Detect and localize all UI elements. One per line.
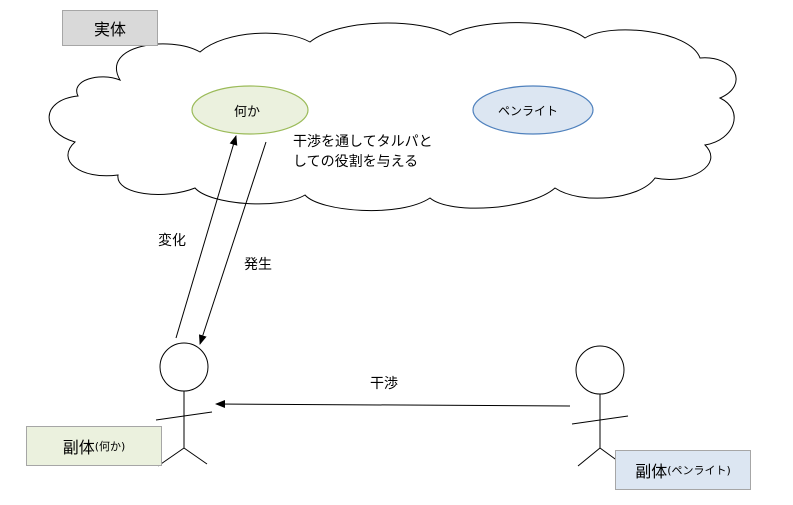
left-stick-figure [155,342,213,467]
interfere-label: 干渉 [370,376,398,392]
sub-box-something: 副体(何か) [26,426,162,466]
penlight-node-label: ペンライト [498,104,559,118]
interfere-arrow [215,400,571,409]
sub-box-something-sub: (何か) [94,440,126,453]
change-label: 変化 [158,233,186,249]
sub-box-penlight: 副体(ペンライト) [615,450,751,490]
entity-box-label: 実体 [93,20,126,39]
occur-label: 発生 [244,257,272,273]
something-node [191,85,309,135]
annotation-line-2: しての役割を与える [293,154,419,170]
occur-arrow [198,141,267,345]
cloud-shape [48,22,737,212]
right-stick-figure [571,345,629,467]
sub-box-penlight-sub: (ペンライト) [667,464,731,477]
annotation-line-1: 干渉を通してタルパと [293,134,433,150]
change-arrow [175,135,238,339]
penlight-node [472,85,594,135]
sub-box-something-main: 副体 [62,438,95,457]
sub-box-penlight-main: 副体 [635,462,668,481]
entity-box: 実体 [62,10,158,46]
something-node-label: 何か [234,105,261,120]
